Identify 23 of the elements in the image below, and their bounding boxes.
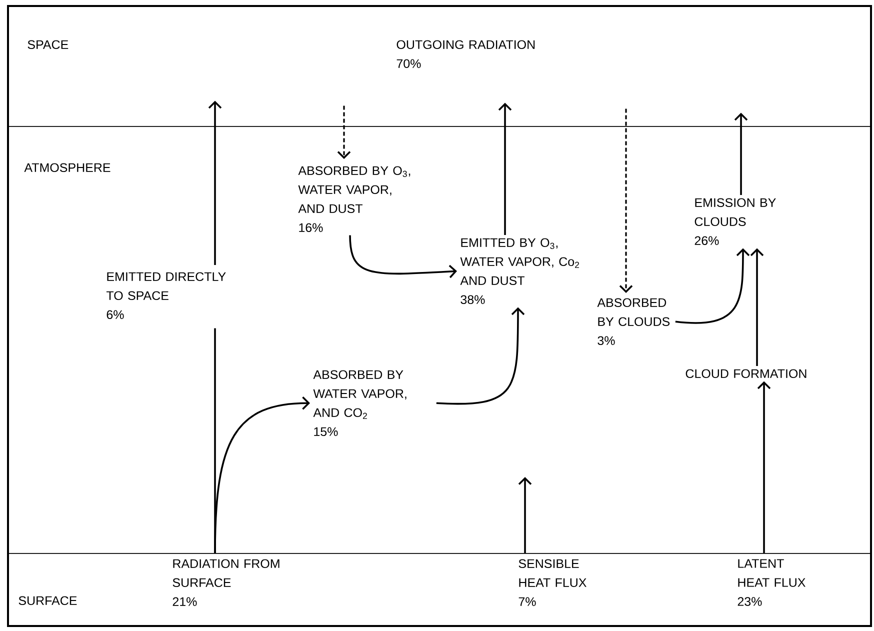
arrow [734, 112, 748, 195]
flow-label: EMITTED BY O$_{3}$, WATER VAPOR, Co$_{2}$ AND DUST 38% [460, 238, 579, 304]
arrow [214, 396, 310, 554]
flow-label: ABSORBED BY O$_{3}$, WATER VAPOR, AND DUST 16% [298, 166, 410, 232]
arrow [436, 307, 525, 405]
flow-label: ABSORBED BY CLOUDS 3% [597, 298, 670, 346]
flow-label: EMISSION BY CLOUDS 26% [694, 198, 776, 246]
arrow [208, 100, 222, 265]
flow-label: OUTGOING RADIATION 70% [396, 40, 535, 68]
flow-label: CLOUD FORMATION [686, 369, 806, 378]
flow-label: SENSIBLE HEAT FLUX 7% [518, 559, 586, 606]
arrow [337, 106, 351, 159]
flow-label: ABSORBED BY WATER VAPOR, AND CO$_{2}$ 15% [313, 370, 406, 436]
arrow [757, 381, 771, 553]
flow-label: LATENT HEAT FLUX 23% [738, 559, 806, 606]
arrow [619, 108, 633, 293]
arrow [750, 248, 764, 366]
arrow [518, 477, 532, 553]
arrow [349, 235, 457, 278]
arrow [675, 248, 750, 324]
arrow [498, 102, 512, 235]
flow-label: RADIATION FROM SURFACE 21% [172, 559, 280, 606]
flow-label: EMITTED DIRECTLY TO SPACE 6% [106, 272, 226, 320]
